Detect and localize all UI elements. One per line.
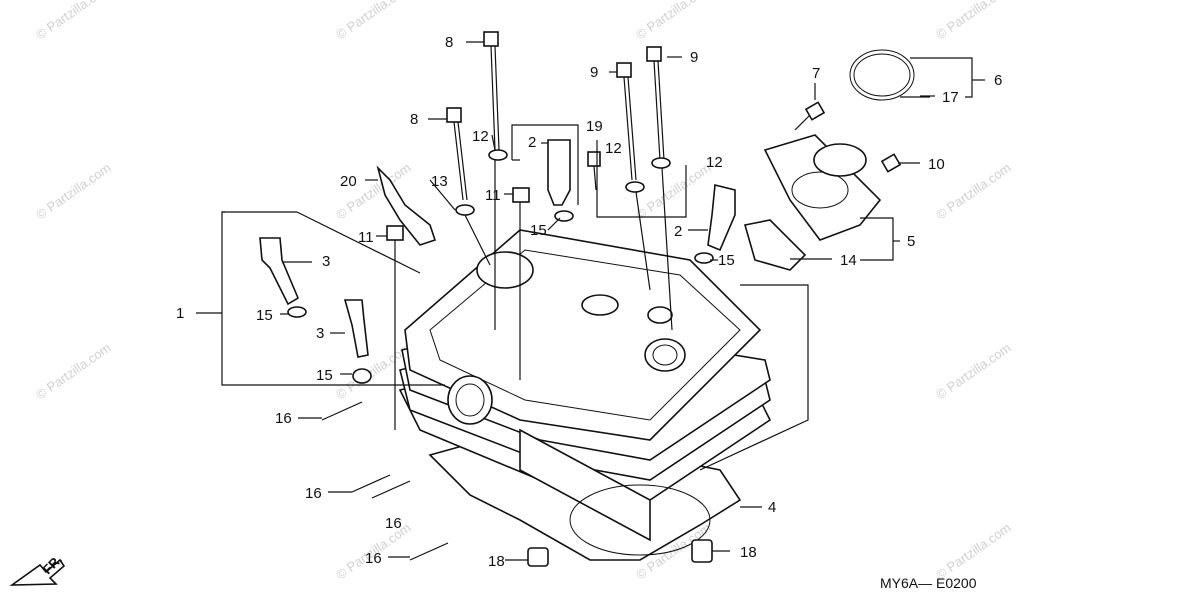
watermark: © Partzilla.com <box>933 160 1013 223</box>
callout-20: 20 <box>340 173 357 190</box>
callout-13: 13 <box>431 173 448 190</box>
callout-8: 8 <box>410 111 418 128</box>
callout-15: 15 <box>256 307 273 324</box>
watermark: © Partzilla.com <box>933 0 1013 42</box>
callout-16: 16 <box>385 515 402 532</box>
cylinder-head <box>398 229 772 561</box>
long-bolts <box>446 31 665 201</box>
callout-10: 10 <box>928 156 945 173</box>
callout-5: 5 <box>907 233 915 250</box>
leader-lines <box>196 41 985 561</box>
watermark: © Partzilla.com <box>333 0 413 42</box>
callout-19: 19 <box>586 118 603 135</box>
callout-15: 15 <box>316 367 333 384</box>
callout-14: 14 <box>840 252 857 269</box>
watermark: © Partzilla.com <box>633 0 713 42</box>
bolt-head-icon <box>483 31 499 47</box>
callout-18: 18 <box>740 544 757 561</box>
callout-11: 11 <box>485 187 501 204</box>
callout-16: 16 <box>275 410 292 427</box>
washers <box>287 149 714 384</box>
diagram-code: MY6A— E0200 <box>880 575 977 591</box>
callout-6: 6 <box>994 72 1002 89</box>
callouts: 1 2 2 3 3 4 5 6 7 8 8 9 9 10 11 11 12 12… <box>176 34 1002 570</box>
front-arrow: FR. <box>9 552 66 586</box>
callout-9: 9 <box>590 64 598 81</box>
callout-2: 2 <box>674 223 682 240</box>
studs-and-nuts <box>259 139 736 567</box>
callout-3: 3 <box>316 325 324 342</box>
callout-12: 12 <box>472 128 489 145</box>
watermark: © Partzilla.com <box>33 0 113 42</box>
callout-16: 16 <box>365 550 382 567</box>
callout-7: 7 <box>812 65 820 82</box>
callout-4: 4 <box>768 499 776 516</box>
watermark: © Partzilla.com <box>633 160 713 223</box>
callout-1: 1 <box>176 305 184 322</box>
watermark: © Partzilla.com <box>33 160 113 223</box>
watermark: © Partzilla.com <box>33 340 113 403</box>
callout-15: 15 <box>530 222 547 239</box>
intake-assembly <box>743 49 930 271</box>
watermark: © Partzilla.com <box>933 520 1013 583</box>
callout-9: 9 <box>690 49 698 66</box>
callout-18: 18 <box>488 553 505 570</box>
callout-15: 15 <box>718 252 735 269</box>
watermark: © Partzilla.com <box>933 340 1013 403</box>
callout-12: 12 <box>605 140 622 157</box>
callout-11: 11 <box>358 229 374 246</box>
callout-3: 3 <box>322 253 330 270</box>
callout-8: 8 <box>445 34 453 51</box>
callout-16: 16 <box>305 485 322 502</box>
callout-17: 17 <box>942 89 959 106</box>
callout-2: 2 <box>528 134 536 151</box>
callout-12: 12 <box>706 154 723 171</box>
